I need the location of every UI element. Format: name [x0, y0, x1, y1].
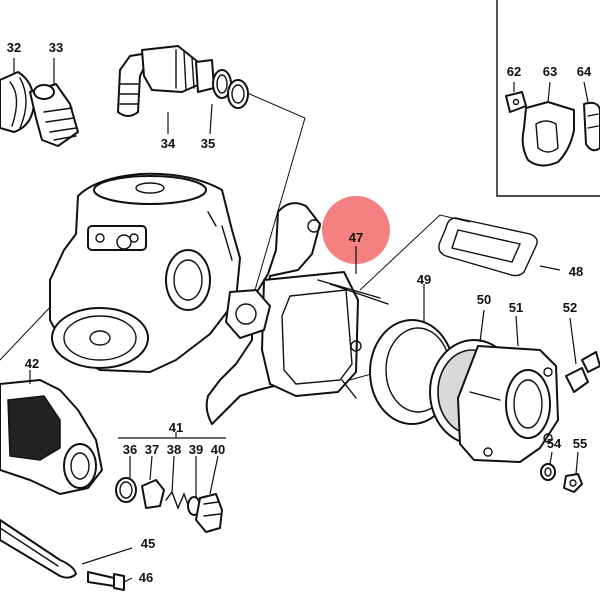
label-49: 49	[417, 272, 431, 287]
part-36-o-ring	[115, 477, 137, 503]
label-48: 48	[569, 264, 583, 279]
part-32-elbow-nut	[0, 71, 35, 133]
part-52-nipple	[565, 351, 600, 393]
label-41: 41	[169, 420, 183, 435]
label-36: 36	[123, 442, 137, 457]
part-35-o-rings	[212, 69, 249, 109]
leader-lines	[13, 58, 589, 583]
label-37: 37	[145, 442, 159, 457]
part-46-bolt	[87, 571, 125, 591]
part-54-washer	[540, 463, 556, 481]
part-37-valve-seat	[141, 479, 165, 509]
part-40-valve-cap	[195, 493, 223, 533]
label-42: 42	[25, 356, 39, 371]
part-48-spring-clip	[438, 217, 538, 277]
label-32: 32	[7, 40, 21, 55]
part-63-clamp	[521, 101, 575, 167]
highlight-marker-47	[322, 196, 390, 264]
part-33-elbow-fitting	[29, 83, 79, 147]
label-63: 63	[543, 64, 557, 79]
part-62-block	[505, 91, 527, 113]
label-51: 51	[509, 300, 523, 315]
label-35: 35	[201, 136, 215, 151]
label-45: 45	[141, 536, 155, 551]
part-42-strainer	[0, 379, 103, 495]
label-38: 38	[167, 442, 181, 457]
part-55-nut	[563, 473, 583, 493]
label-64: 64	[577, 64, 592, 79]
inset-box	[496, 0, 600, 197]
label-62: 62	[507, 64, 521, 79]
label-52: 52	[563, 300, 577, 315]
label-40: 40	[211, 442, 225, 457]
label-54: 54	[547, 436, 562, 451]
part-64-clamp-band	[583, 101, 600, 152]
part-47-flange	[205, 202, 389, 425]
label-46: 46	[139, 570, 153, 585]
label-34: 34	[161, 136, 176, 151]
part-51-housing	[457, 345, 559, 463]
label-47: 47	[349, 230, 363, 245]
label-50: 50	[477, 292, 491, 307]
label-55: 55	[573, 436, 587, 451]
pump-body	[49, 172, 241, 373]
label-33: 33	[49, 40, 63, 55]
part-34-hose-fitting	[117, 45, 215, 117]
label-39: 39	[189, 442, 203, 457]
part-45-bracket	[0, 519, 77, 579]
